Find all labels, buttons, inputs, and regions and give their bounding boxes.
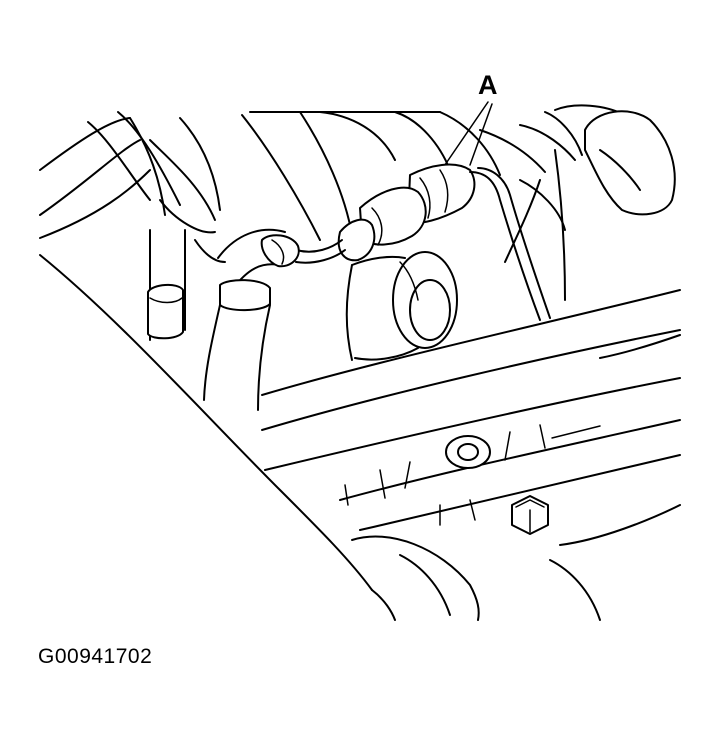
bolt (511, 495, 549, 535)
manifold-rail (261, 289, 681, 531)
connector-a (295, 163, 551, 321)
callout-label-a: A (478, 70, 498, 100)
left-wire-loom (39, 111, 226, 341)
figure-code: G00941702 (38, 645, 153, 668)
sensor-boss (345, 251, 458, 361)
engine-background (241, 104, 676, 301)
hose (203, 228, 300, 411)
lower-housing (39, 254, 681, 621)
